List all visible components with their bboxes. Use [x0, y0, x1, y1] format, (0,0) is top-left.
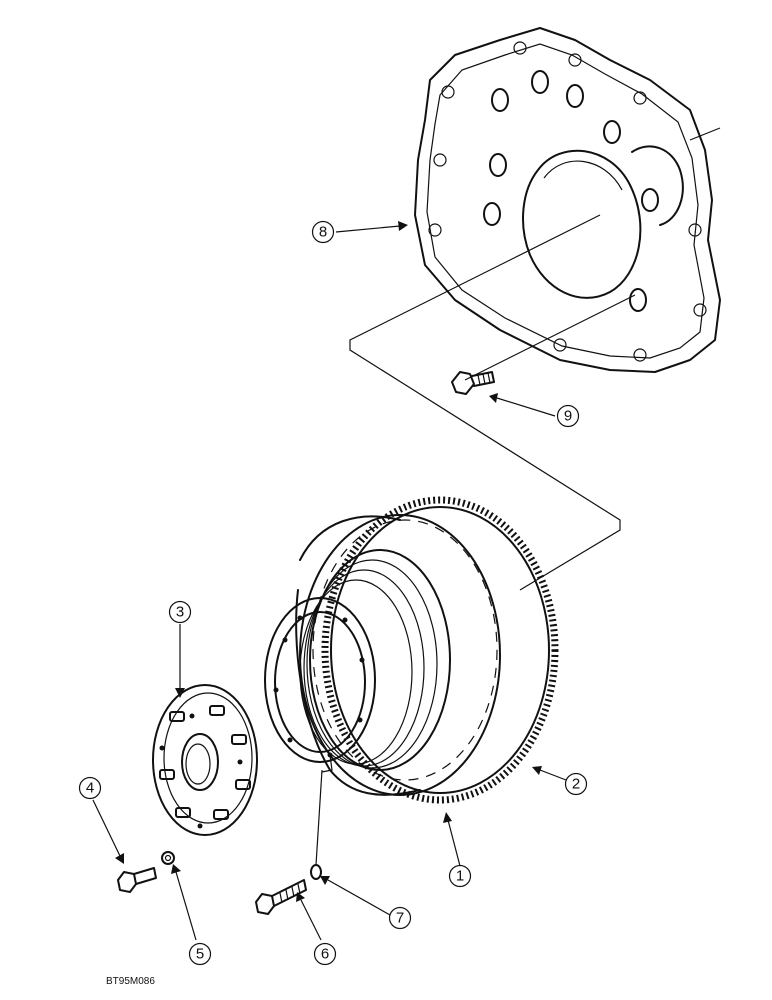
damper-drive-plate [152, 684, 258, 836]
pilot-ring [264, 597, 376, 773]
flywheel-bolt [255, 879, 307, 915]
figure-code: BT95M086 [106, 976, 155, 987]
svg-text:8: 8 [319, 224, 327, 241]
callout-6: 6 [313, 942, 337, 966]
callout-9: 9 [556, 404, 580, 428]
svg-text:2: 2 [572, 776, 580, 793]
callout-5: 5 [188, 942, 212, 966]
leader-lines [92, 221, 567, 941]
svg-text:5: 5 [196, 946, 204, 963]
callout-2: 2 [564, 772, 588, 796]
flywheel-body [295, 514, 501, 796]
callout-7: 7 [388, 906, 412, 930]
svg-text:1: 1 [456, 868, 464, 885]
flywheel-housing-plate [414, 27, 721, 373]
callout-1: 1 [448, 864, 472, 888]
svg-text:7: 7 [396, 910, 404, 927]
svg-text:3: 3 [176, 604, 184, 621]
damper-bolt [117, 867, 157, 893]
svg-text:9: 9 [564, 408, 572, 425]
svg-text:6: 6 [321, 946, 329, 963]
svg-text:4: 4 [86, 780, 94, 797]
housing-bolt [451, 371, 495, 395]
flywheel-ring-gear [299, 496, 559, 804]
callout-4: 4 [78, 776, 102, 800]
washer-7 [310, 864, 322, 880]
callout-8: 8 [311, 220, 335, 244]
washer-5 [161, 851, 175, 865]
callout-3: 3 [168, 600, 192, 624]
assembly-lines [315, 214, 636, 866]
